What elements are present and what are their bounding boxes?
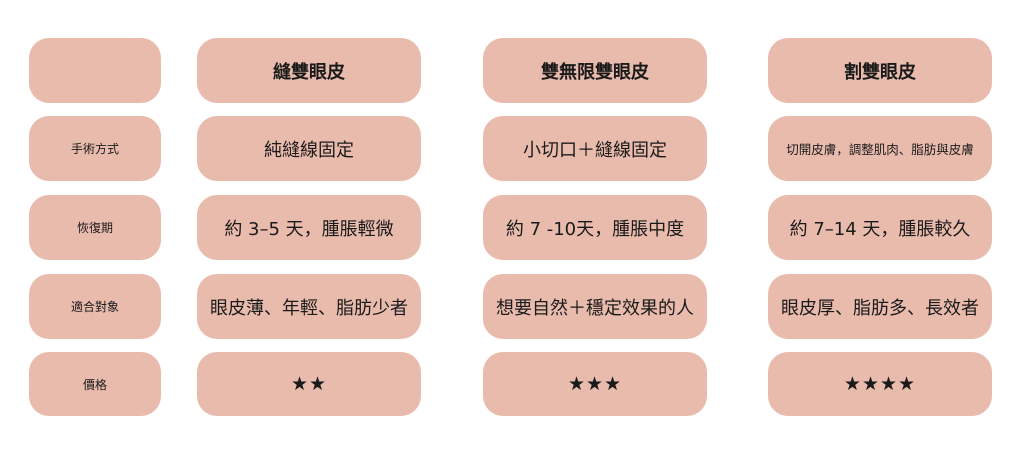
candidates-hybrid: 想要自然＋穩定效果的人 xyxy=(483,274,707,339)
price-rating-suture: ★★ xyxy=(197,352,421,416)
candidates-suture: 眼皮薄、年輕、脂肪少者 xyxy=(197,274,421,339)
method-incision: 切開皮膚，調整肌肉、脂肪與皮膚 xyxy=(768,116,992,181)
method-hybrid: 小切口＋縫線固定 xyxy=(483,116,707,181)
candidates-incision: 眼皮厚、脂肪多、長效者 xyxy=(768,274,992,339)
row-label-candidates: 適合對象 xyxy=(29,274,161,339)
row-label-recovery: 恢復期 xyxy=(29,195,161,260)
method-suture: 純縫線固定 xyxy=(197,116,421,181)
column-header-suture: 縫雙眼皮 xyxy=(197,38,421,103)
row-label-method: 手術方式 xyxy=(29,116,161,181)
column-header-hybrid: 雙無限雙眼皮 xyxy=(483,38,707,103)
row-label-price: 價格 xyxy=(29,352,161,416)
table-corner-cell xyxy=(29,38,161,103)
price-rating-hybrid: ★★★ xyxy=(483,352,707,416)
price-rating-incision: ★★★★ xyxy=(768,352,992,416)
recovery-incision: 約 7–14 天，腫脹較久 xyxy=(768,195,992,260)
column-header-incision: 割雙眼皮 xyxy=(768,38,992,103)
recovery-suture: 約 3–5 天，腫脹輕微 xyxy=(197,195,421,260)
recovery-hybrid: 約 7 -10天，腫脹中度 xyxy=(483,195,707,260)
